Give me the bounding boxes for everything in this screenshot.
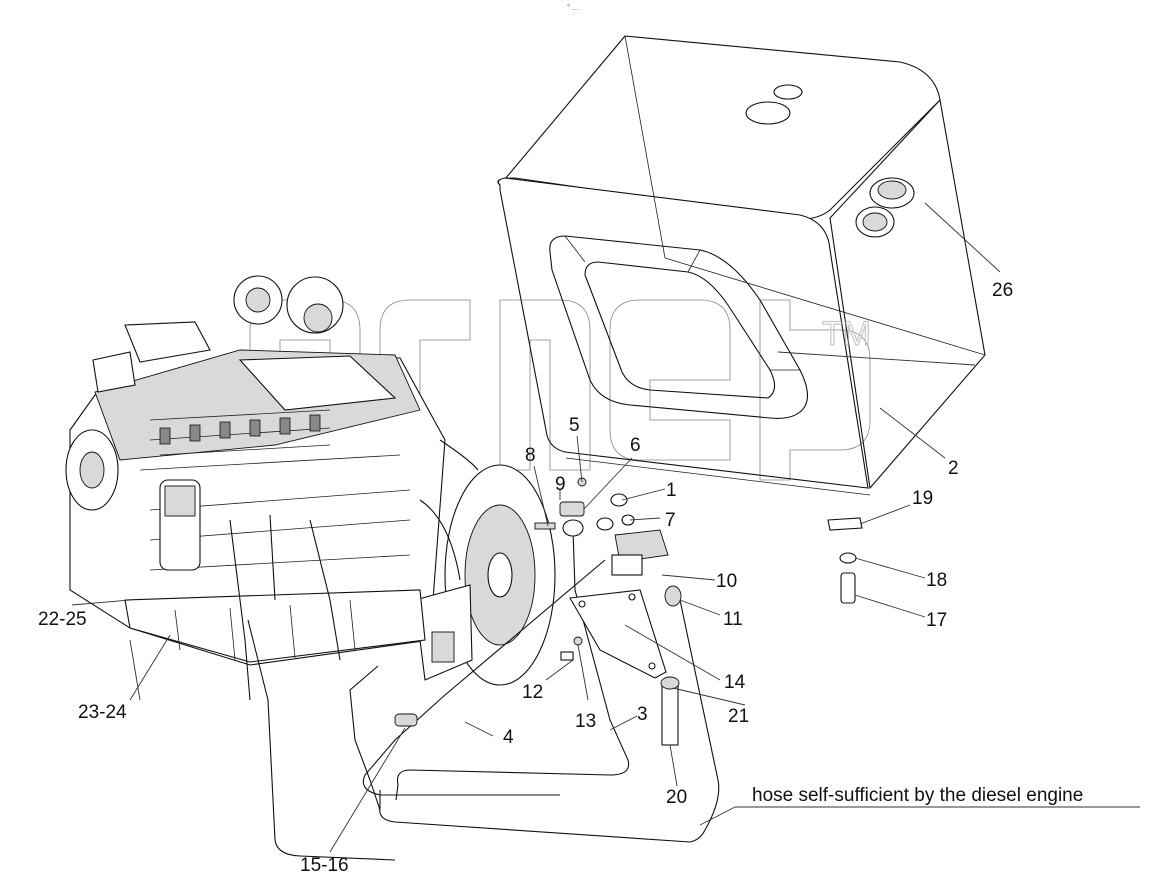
diesel-engine xyxy=(65,275,556,701)
hose-annotation: hose self-sufficient by the diesel engin… xyxy=(752,785,1083,806)
callout-12: 12 xyxy=(522,682,543,703)
callout-2: 2 xyxy=(948,458,959,479)
callout-1: 1 xyxy=(666,480,677,501)
callout-6: 6 xyxy=(630,435,641,456)
callout-5: 5 xyxy=(569,415,580,436)
leader-lines xyxy=(71,202,1140,853)
callout-9: 9 xyxy=(555,474,566,495)
fuel-lines xyxy=(247,477,863,861)
callout-17: 17 xyxy=(926,610,947,631)
callout-23-24: 23-24 xyxy=(78,702,127,723)
callout-18: 18 xyxy=(926,570,947,591)
callout-4: 4 xyxy=(503,727,514,748)
callout-13: 13 xyxy=(575,711,596,732)
fuel-tank xyxy=(497,35,986,496)
callout-3: 3 xyxy=(637,704,648,725)
callout-15-16: 15-16 xyxy=(300,855,349,876)
callout-10: 10 xyxy=(716,571,737,592)
callout-26: 26 xyxy=(992,280,1013,301)
callout-21: 21 xyxy=(728,706,749,727)
callout-19: 19 xyxy=(912,488,933,509)
callout-labels: 26 2 1 5 6 7 8 9 10 11 12 13 14 21 3 4 2… xyxy=(38,280,1083,876)
callout-11: 11 xyxy=(723,609,743,630)
trademark-mark: TM xyxy=(822,315,871,353)
watermark: TM xyxy=(249,299,872,481)
callout-14: 14 xyxy=(724,672,746,693)
callout-7: 7 xyxy=(665,510,676,531)
callout-22-25: 22-25 xyxy=(38,609,87,630)
header-mark: ° ... xyxy=(567,3,579,12)
callout-20: 20 xyxy=(666,787,687,808)
callout-8: 8 xyxy=(525,445,536,466)
